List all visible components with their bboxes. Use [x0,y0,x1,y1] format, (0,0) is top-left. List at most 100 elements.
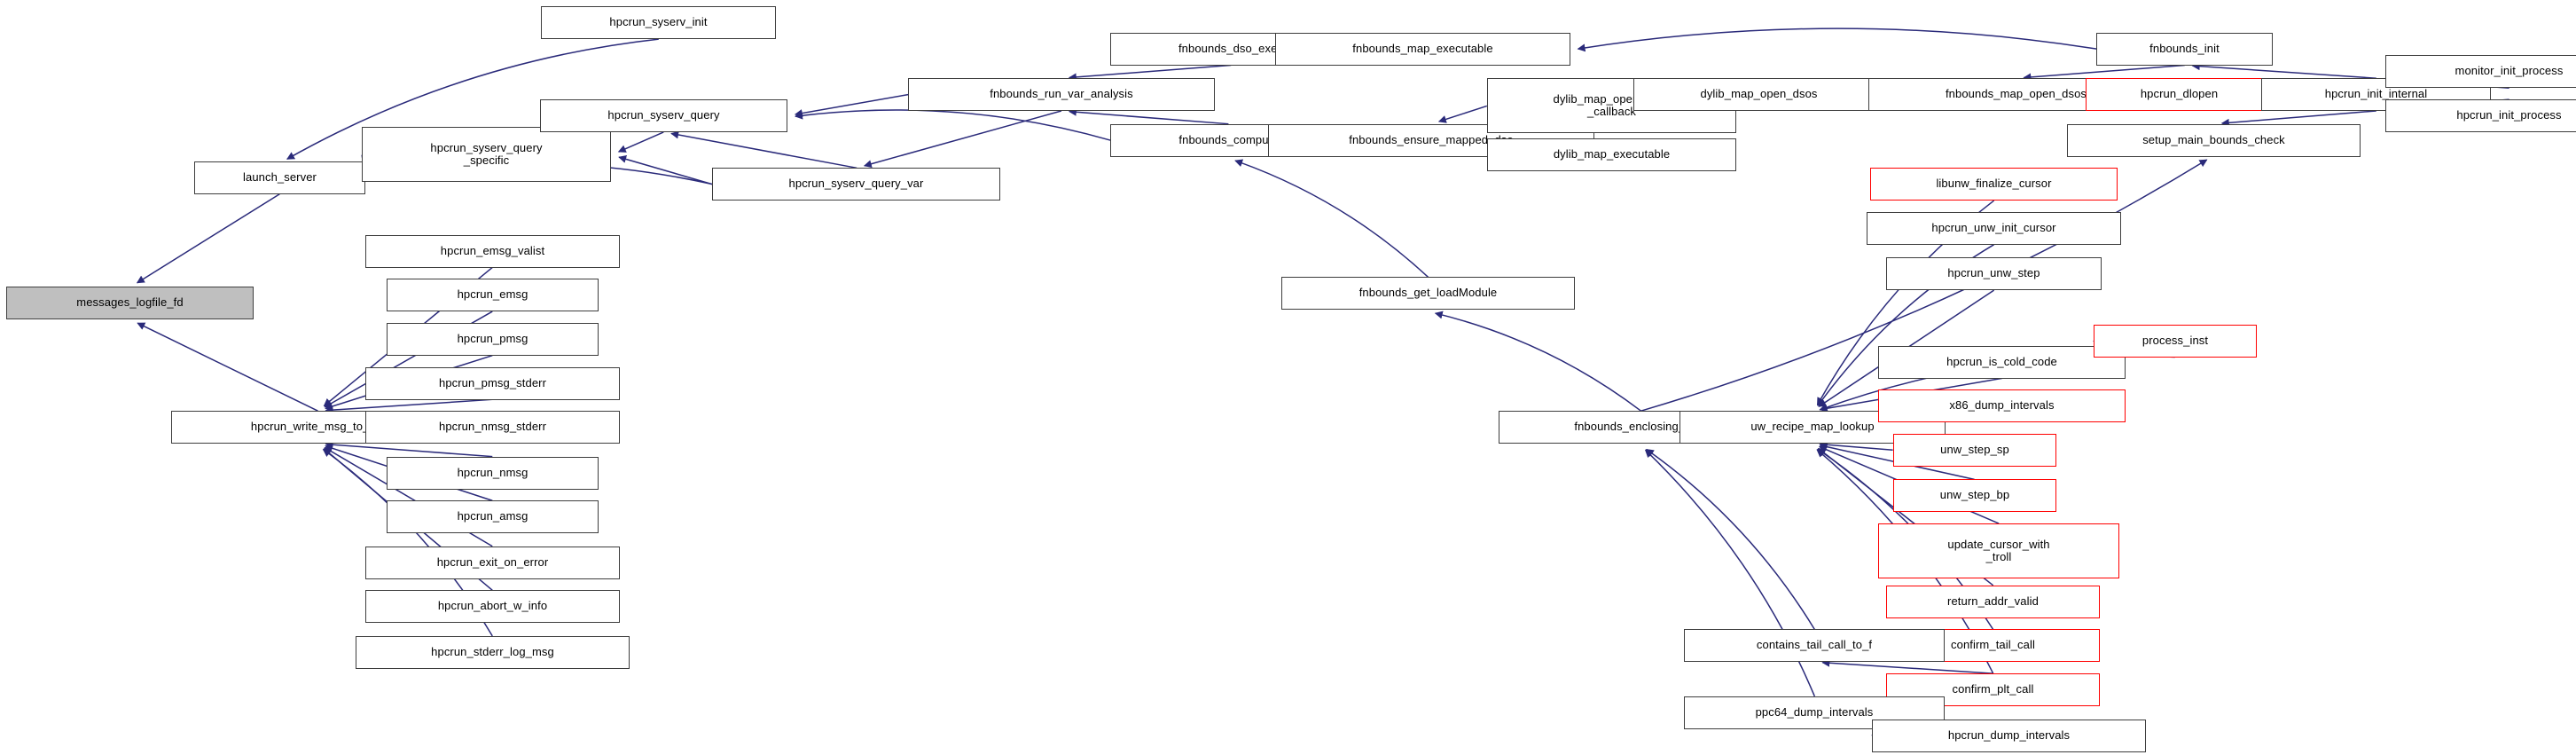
graph-node-hpcrun_nmsg[interactable]: hpcrun_nmsg [387,457,599,490]
graph-edge-fnbounds_init-to-fnbounds_map_open_dsos [2023,64,2185,82]
graph-node-label: hpcrun_pmsg [457,332,529,346]
graph-node-contains_tail_call_to_f[interactable]: contains_tail_call_to_f [1684,629,1945,662]
graph-node-return_addr_valid[interactable]: return_addr_valid [1886,586,2100,618]
graph-node-unw_step_bp[interactable]: unw_step_bp [1893,479,2056,512]
graph-node-hpcrun_pmsg_stderr[interactable]: hpcrun_pmsg_stderr [365,367,620,400]
graph-node-label: hpcrun_syserv_init [609,15,708,29]
graph-node-label: update_cursor_with _troll [1947,537,2050,563]
graph-node-label: hpcrun_is_cold_code [1946,355,2057,369]
graph-node-label: hpcrun_syserv_query [607,108,720,122]
graph-node-label: fnbounds_map_executable [1352,42,1493,56]
graph-node-label: hpcrun_syserv_query_var [788,177,924,191]
graph-node-x86_dump_intervals[interactable]: x86_dump_intervals [1878,389,2126,422]
graph-node-label: unw_step_bp [1939,488,2010,502]
graph-edge-contains_tail_call_to_f-to-fnbounds_enclosing_addr [1645,448,1816,630]
graph-node-label: hpcrun_unw_step [1947,266,2040,280]
graph-node-label: hpcrun_amsg [457,509,529,523]
graph-node-unw_step_sp[interactable]: unw_step_sp [1893,434,2056,467]
graph-node-hpcrun_syserv_query_specific[interactable]: hpcrun_syserv_query _specific [362,127,611,182]
graph-node-dylib_map_executable[interactable]: dylib_map_executable [1487,138,1736,171]
graph-node-hpcrun_syserv_query[interactable]: hpcrun_syserv_query [540,99,787,132]
graph-node-update_cursor_with_troll[interactable]: update_cursor_with _troll [1878,523,2119,578]
graph-node-label: fnbounds_map_open_dsos [1945,87,2087,101]
graph-edge-hpcrun_syserv_query-to-hpcrun_syserv_query_specific [617,131,664,153]
graph-edge-launch_server-to-messages_logfile_fd [136,193,280,284]
graph-node-hpcrun_stderr_log_msg[interactable]: hpcrun_stderr_log_msg [356,636,630,669]
graph-edge-fnbounds_init-to-fnbounds_map_executable [1577,28,2097,52]
graph-node-fnbounds_get_loadModule[interactable]: fnbounds_get_loadModule [1281,277,1575,310]
graph-node-label: hpcrun_syserv_query _specific [430,140,543,167]
graph-node-label: fnbounds_run_var_analysis [990,87,1133,101]
graph-node-label: hpcrun_emsg_valist [440,244,545,258]
graph-edge-hpcrun_syserv_init-to-launch_server [286,38,659,160]
graph-node-label: hpcrun_emsg [457,287,529,302]
graph-node-hpcrun_init_process[interactable]: hpcrun_init_process [2385,99,2576,132]
graph-node-hpcrun_abort_w_info[interactable]: hpcrun_abort_w_info [365,590,620,623]
graph-node-label: monitor_init_process [2455,64,2564,78]
graph-node-label: process_inst [2141,334,2209,348]
graph-node-launch_server[interactable]: launch_server [194,161,365,194]
graph-node-label: uw_recipe_map_lookup [1750,420,1875,434]
graph-node-fnbounds_init[interactable]: fnbounds_init [2096,33,2273,66]
graph-node-hpcrun_pmsg[interactable]: hpcrun_pmsg [387,323,599,356]
graph-edge-fnbounds_run_var_analysis-to-hpcrun_syserv_query [794,93,909,117]
graph-node-hpcrun_nmsg_stderr[interactable]: hpcrun_nmsg_stderr [365,411,620,444]
graph-node-label: hpcrun_dump_intervals [1947,728,2071,743]
graph-edge-hpcrun_nmsg-to-hpcrun_write_msg_to_log [325,440,493,458]
graph-node-label: hpcrun_exit_on_error [436,555,549,570]
graph-node-label: hpcrun_stderr_log_msg [431,645,554,659]
graph-edge-fnbounds_compute-to-hpcrun_syserv_query [795,109,1111,141]
graph-node-hpcrun_amsg[interactable]: hpcrun_amsg [387,500,599,533]
graph-node-label: hpcrun_pmsg_stderr [438,376,547,390]
graph-node-label: hpcrun_nmsg [457,466,529,480]
graph-edge-fnbounds_dso_exec-to-fnbounds_run_var_analysis [1068,64,1232,82]
graph-node-label: ppc64_dump_intervals [1755,705,1874,720]
graph-node-hpcrun_unw_step[interactable]: hpcrun_unw_step [1886,257,2102,290]
graph-node-fnbounds_run_var_analysis[interactable]: fnbounds_run_var_analysis [908,78,1215,111]
graph-node-setup_main_bounds_check[interactable]: setup_main_bounds_check [2067,124,2361,157]
graph-node-hpcrun_syserv_query_var[interactable]: hpcrun_syserv_query_var [712,168,1000,201]
graph-node-hpcrun_syserv_init[interactable]: hpcrun_syserv_init [541,6,776,39]
graph-node-label: hpcrun_abort_w_info [437,599,548,613]
graph-node-label: dylib_map_open_dsos [1700,87,1818,101]
graph-node-label: confirm_plt_call [1952,682,2034,696]
graph-edge-fnbounds_enclosing_addr-to-fnbounds_get_loadModule [1434,311,1642,412]
graph-edge-fnbounds_run_var_analysis-to-hpcrun_syserv_query_var [863,110,1062,169]
graph-node-messages_logfile_fd[interactable]: messages_logfile_fd [6,287,254,319]
graph-edge-hpcrun_syserv_query_var-to-hpcrun_syserv_query_specific [618,155,713,185]
graph-node-label: fnbounds_dso_exec [1178,42,1284,56]
graph-node-label: unw_step_sp [1940,443,2009,457]
graph-node-hpcrun_unw_init_cursor[interactable]: hpcrun_unw_init_cursor [1867,212,2121,245]
graph-node-label: contains_tail_call_to_f [1756,638,1873,652]
graph-node-hpcrun_is_cold_code[interactable]: hpcrun_is_cold_code [1878,346,2126,379]
graph-node-label: hpcrun_unw_init_cursor [1931,221,2056,235]
graph-node-label: fnbounds_compute [1178,133,1279,147]
graph-node-label: hpcrun_init_process [2456,108,2562,122]
graph-edge-hpcrun_syserv_query_var-to-hpcrun_syserv_query [670,130,857,169]
graph-node-hpcrun_exit_on_error[interactable]: hpcrun_exit_on_error [365,547,620,579]
graph-node-label: hpcrun_dlopen [2140,87,2219,101]
graph-node-fnbounds_map_executable[interactable]: fnbounds_map_executable [1275,33,1570,66]
graph-node-hpcrun_dlopen[interactable]: hpcrun_dlopen [2086,78,2273,111]
graph-edge-hpcrun_init_internal-to-setup_main_bounds_check [2220,110,2376,127]
graph-node-label: confirm_tail_call [1951,638,2035,652]
graph-node-libunw_finalize_cursor[interactable]: libunw_finalize_cursor [1870,168,2118,201]
graph-edge-hpcrun_init_internal-to-fnbounds_init [2191,62,2376,79]
graph-node-hpcrun_dump_intervals[interactable]: hpcrun_dump_intervals [1872,720,2146,752]
graph-node-label: fnbounds_get_loadModule [1358,286,1498,300]
graph-edge-dylib_map_open_dsos_callback-to-fnbounds_ensure_mapped_dso [1437,105,1488,123]
graph-edge-fnbounds_compute-to-fnbounds_run_var_analysis [1068,107,1229,125]
graph-node-label: x86_dump_intervals [1949,398,2055,413]
graph-node-label: libunw_finalize_cursor [1936,177,2052,191]
graph-node-label: launch_server [243,170,317,185]
graph-edge-fnbounds_get_loadModule-to-fnbounds_compute [1234,159,1429,279]
graph-node-label: fnbounds_init [2149,42,2220,56]
graph-node-label: messages_logfile_fd [76,295,184,310]
graph-node-process_inst[interactable]: process_inst [2094,325,2257,358]
graph-node-hpcrun_emsg[interactable]: hpcrun_emsg [387,279,599,311]
graph-node-hpcrun_emsg_valist[interactable]: hpcrun_emsg_valist [365,235,620,268]
graph-node-monitor_init_process[interactable]: monitor_init_process [2385,55,2576,88]
graph-node-dylib_map_open_dsos[interactable]: dylib_map_open_dsos [1633,78,1884,111]
graph-node-label: dylib_map_executable [1553,147,1671,161]
